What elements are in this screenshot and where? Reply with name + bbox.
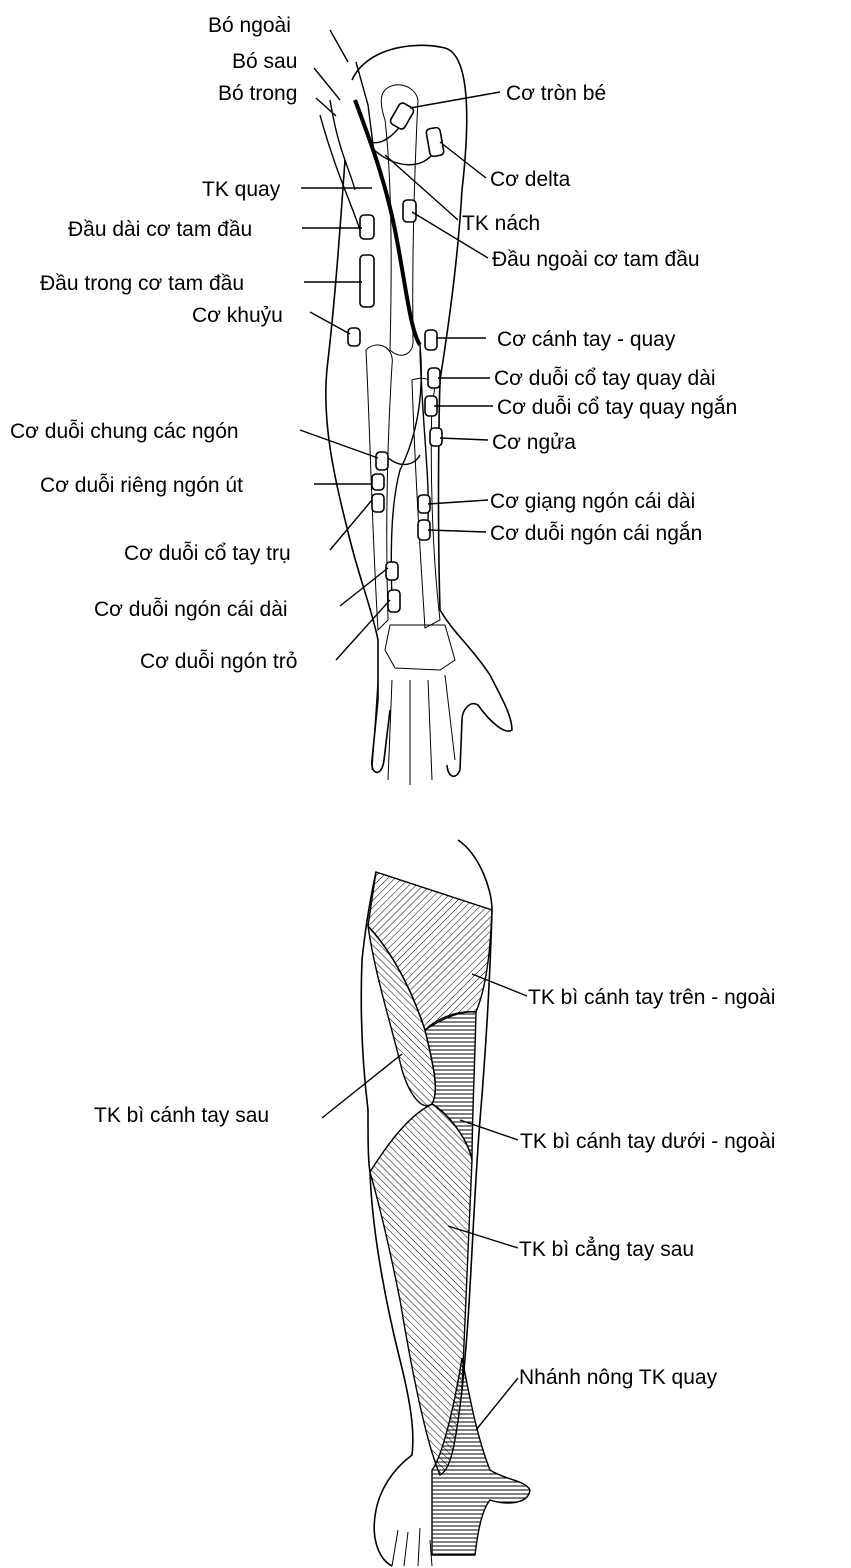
- label-bo-trong: Bó trong: [218, 82, 297, 105]
- label-co-duoi-co-tay-quay-ngan: Cơ duỗi cổ tay quay ngắn: [497, 396, 737, 419]
- lower-arm-drawing: [361, 840, 530, 1566]
- label-co-delta: Cơ delta: [490, 168, 571, 191]
- label-dau-dai-tam-dau: Đầu dài cơ tam đầu: [68, 218, 252, 241]
- label-co-khuyu: Cơ khuỷu: [192, 304, 283, 327]
- label-co-canh-tay-quay: Cơ cánh tay - quay: [497, 328, 676, 351]
- label-dau-trong-tam-dau: Đầu trong cơ tam đầu: [40, 272, 244, 295]
- upper-arm-drawing: [320, 45, 512, 785]
- label-co-giang-ngon-cai-dai: Cơ giạng ngón cái dài: [490, 490, 695, 513]
- label-co-duoi-chung: Cơ duỗi chung các ngón: [10, 420, 239, 443]
- label-co-duoi-co-tay-quay-dai: Cơ duỗi cổ tay quay dài: [494, 367, 716, 390]
- label-co-ngua: Cơ ngửa: [492, 431, 576, 454]
- label-co-duoi-rieng-ngon-ut: Cơ duỗi riêng ngón út: [40, 474, 243, 497]
- label-co-duoi-ngon-tro: Cơ duỗi ngón trỏ: [140, 650, 297, 673]
- label-tk-nach: TK nách: [462, 212, 540, 235]
- label-co-tron-be: Cơ tròn bé: [506, 82, 606, 105]
- label-co-duoi-ngon-cai-dai: Cơ duỗi ngón cái dài: [94, 598, 288, 621]
- label-co-duoi-co-tay-tru: Cơ duỗi cổ tay trụ: [124, 542, 291, 565]
- label-bo-ngoai: Bó ngoài: [208, 14, 291, 37]
- label-tk-bi-canh-tay-sau: TK bì cánh tay sau: [94, 1104, 269, 1127]
- label-dau-ngoai-tam-dau: Đầu ngoài cơ tam đầu: [492, 248, 700, 271]
- label-tk-bi-canh-tay-tren-ngoai: TK bì cánh tay trên - ngoài: [528, 986, 775, 1009]
- label-tk-bi-canh-tay-duoi-ngoai: TK bì cánh tay dưới - ngoài: [520, 1130, 775, 1153]
- label-tk-bi-cang-tay-sau: TK bì cẳng tay sau: [519, 1237, 694, 1261]
- label-co-duoi-ngon-cai-ngan: Cơ duỗi ngón cái ngắn: [490, 522, 702, 545]
- upper-labels: Bó ngoài Bó sau Bó trong Cơ tròn bé Cơ d…: [10, 14, 737, 673]
- label-tk-quay: TK quay: [202, 178, 281, 201]
- label-nhanh-nong-tk-quay: Nhánh nông TK quay: [519, 1366, 718, 1389]
- label-bo-sau: Bó sau: [232, 50, 297, 73]
- muscle-markers: [348, 102, 444, 612]
